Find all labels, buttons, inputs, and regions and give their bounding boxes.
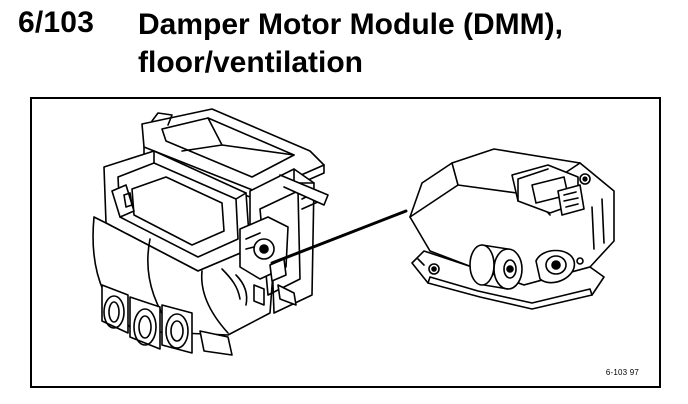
illustration	[92, 108, 615, 356]
figure-id-label: 6-103 97	[605, 368, 639, 377]
hvac-housing-drawing	[92, 108, 329, 356]
section-title-line-1: Damper Motor Module (DMM),	[138, 8, 563, 41]
section-title-line-2: floor/ventilation	[138, 46, 363, 79]
section-number: 6/103	[18, 6, 95, 39]
section-title: Damper Motor Module (DMM), floor/ventila…	[138, 6, 678, 82]
illustration-frame: 6-103 97	[30, 97, 661, 388]
damper-motor-module-drawing	[409, 148, 615, 310]
leader-line	[270, 209, 408, 265]
